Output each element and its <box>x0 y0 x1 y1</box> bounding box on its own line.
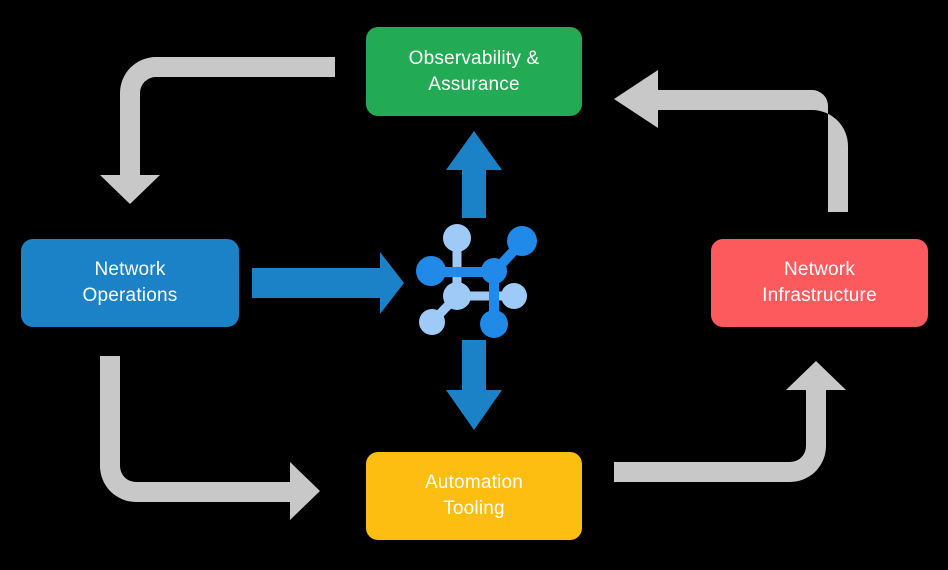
node-automation-tooling[interactable]: Automation Tooling <box>366 452 582 540</box>
arrow-operations-to-center <box>252 252 404 314</box>
arrow-observability-to-operations <box>100 57 335 204</box>
arrow-automation-to-infrastructure <box>614 361 846 482</box>
arrow-operations-to-automation <box>100 356 320 520</box>
arrow-infrastructure-to-observability <box>614 70 848 212</box>
node-observability-assurance[interactable]: Observability & Assurance <box>366 27 582 116</box>
arrow-center-to-automation <box>446 340 502 430</box>
node-network-operations[interactable]: Network Operations <box>21 239 239 327</box>
node-network-infrastructure[interactable]: Network Infrastructure <box>711 239 928 327</box>
arrow-center-to-observability <box>446 131 502 218</box>
